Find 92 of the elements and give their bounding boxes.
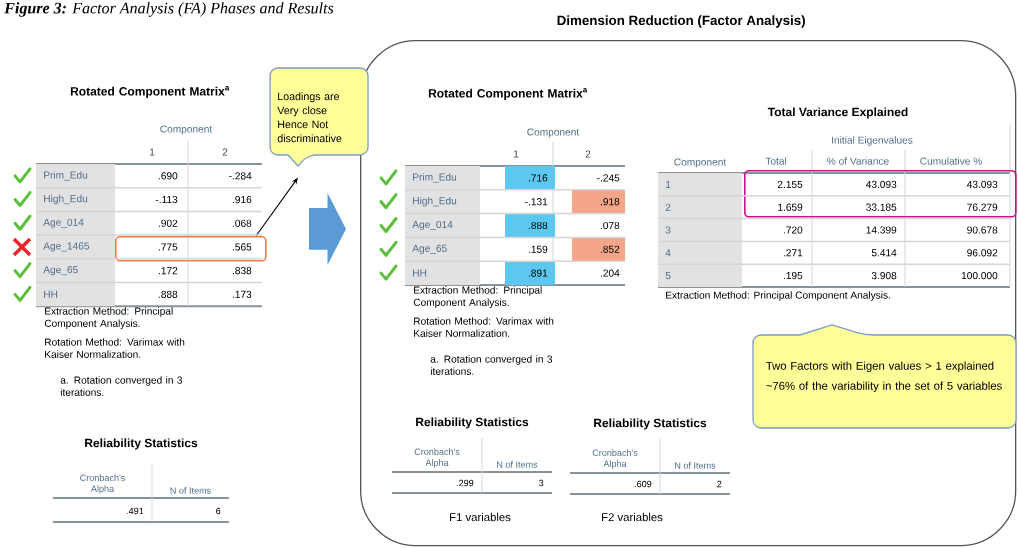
table-note: Rotation Method: Varimax with Kaiser Normalization.	[414, 317, 554, 337]
highlighted-value: .888	[505, 213, 555, 238]
table-note: a. Rotation converged in 3 iterations.	[430, 355, 553, 375]
row-label: 5	[658, 264, 742, 287]
table-value: 3	[539, 479, 544, 487]
column-header: Initial Eigenvalues	[832, 136, 913, 146]
table-value: .173	[232, 290, 252, 298]
table-value: 2.155	[777, 180, 803, 188]
table-value: 3.908	[871, 272, 897, 280]
table-title: Reliability Statistics	[594, 418, 707, 430]
table-value: .195	[783, 272, 803, 280]
row-label: Age_65	[36, 258, 115, 283]
row-label: Prim_Edu	[36, 164, 115, 188]
table-value: 96.092	[967, 249, 998, 257]
column-header: 2	[585, 150, 591, 158]
column-header: N of Items	[170, 487, 211, 494]
table-caption: F2 variables	[602, 512, 663, 522]
row-label: Prim_Edu	[405, 166, 480, 190]
table-value: .720	[783, 226, 803, 234]
table-title: Reliability Statistics	[416, 417, 529, 429]
block-arrow	[309, 193, 346, 265]
row-label: 1	[658, 173, 742, 196]
table-value: .609	[634, 480, 652, 488]
table-value: -.245	[597, 174, 620, 182]
table-value: .565	[232, 243, 252, 251]
table-value: .916	[232, 195, 252, 204]
row-label: Age_014	[36, 211, 115, 236]
column-header: 1	[513, 150, 519, 158]
callout: Loadings are Very close Hence Not discriminative	[269, 67, 369, 167]
table-note: Extraction Method: Principal Component Analysis.	[44, 307, 173, 329]
table-title: Rotated Component Matrix$^{a}$	[428, 88, 588, 100]
table-value: 100.000	[961, 272, 998, 280]
table-note: Extraction Method: Principal Component Analysis.	[413, 286, 542, 308]
table-value: .204	[600, 269, 620, 277]
column-header: 1	[149, 148, 155, 156]
table-value: 6	[216, 507, 221, 515]
table-value: .299	[456, 479, 474, 487]
table-title: Reliability Statistics	[85, 438, 198, 450]
row-label: HH	[36, 282, 115, 307]
table-value: .902	[158, 219, 178, 227]
column-header: Component	[527, 128, 580, 138]
table-value: 2	[717, 480, 722, 488]
column-header: 2	[222, 148, 228, 156]
row-label: HH	[405, 261, 480, 285]
table-value: 76.279	[967, 203, 998, 211]
highlighted-value: .891	[505, 261, 555, 285]
table-title: Rotated Component Matrix$^{a}$	[70, 86, 230, 98]
table-value: 43.093	[966, 180, 998, 188]
column-header: N of Items	[497, 461, 538, 468]
highlighted-value: .852	[572, 237, 625, 262]
table-value: .775	[158, 243, 178, 251]
figure-title: Figure 3: Factor Analysis (FA) Phases and Results	[4, 2, 334, 17]
table-value: 33.185	[866, 203, 897, 211]
table-value: .888	[158, 290, 178, 298]
highlighted-value: .918	[572, 189, 625, 214]
row-label: 3	[658, 218, 742, 242]
column-header: Component	[674, 158, 727, 168]
row-label: High_Edu	[36, 187, 115, 212]
callout: Two Factors with Eigen values > 1 explained ~76% of the variability in the set of 5 variables	[752, 324, 1017, 429]
column-header: Cronbach's Alpha	[592, 449, 638, 469]
highlight-frame	[115, 236, 267, 262]
column-header: Cronbach's Alpha	[414, 448, 460, 468]
table-value: .690	[158, 172, 178, 180]
table-note: Extraction Method: Principal Component Analysis.	[666, 291, 890, 301]
table-title: Total Variance Explained	[767, 107, 908, 119]
table-value: .068	[232, 219, 252, 227]
row-label: Age_1465	[36, 235, 115, 259]
table-value: .271	[783, 249, 803, 257]
row-label: Age_65	[405, 237, 480, 262]
table-value: 5.414	[871, 249, 897, 257]
column-header: N of Items	[675, 462, 716, 469]
row-label: High_Edu	[405, 189, 480, 214]
table-value: 90.678	[967, 226, 998, 234]
table-value: .078	[600, 221, 620, 230]
table-note: Rotation Method: Varimax with Kaiser Normalization.	[45, 338, 185, 358]
column-header: Cronbach's Alpha	[80, 474, 125, 494]
table-value: -.284	[229, 172, 252, 180]
table-caption: F1 variables	[450, 512, 511, 522]
table-value: 43.093	[865, 180, 897, 188]
row-label: 2	[658, 195, 742, 219]
table-value: -.113	[155, 195, 178, 204]
table-value: -.131	[525, 198, 548, 206]
highlighted-value: .716	[505, 166, 555, 190]
table-value: 1.659	[778, 203, 803, 211]
panel-heading: Dimension Reduction (Factor Analysis)	[557, 15, 805, 28]
table-value: 14.399	[866, 226, 897, 234]
table-note: a. Rotation converged in 3 iterations.	[60, 376, 183, 396]
table-value: .491	[126, 507, 144, 515]
table-value: .159	[528, 245, 548, 253]
row-label: Age_014	[405, 213, 480, 238]
column-header: Component	[160, 125, 213, 135]
highlight-frame	[744, 170, 1017, 218]
